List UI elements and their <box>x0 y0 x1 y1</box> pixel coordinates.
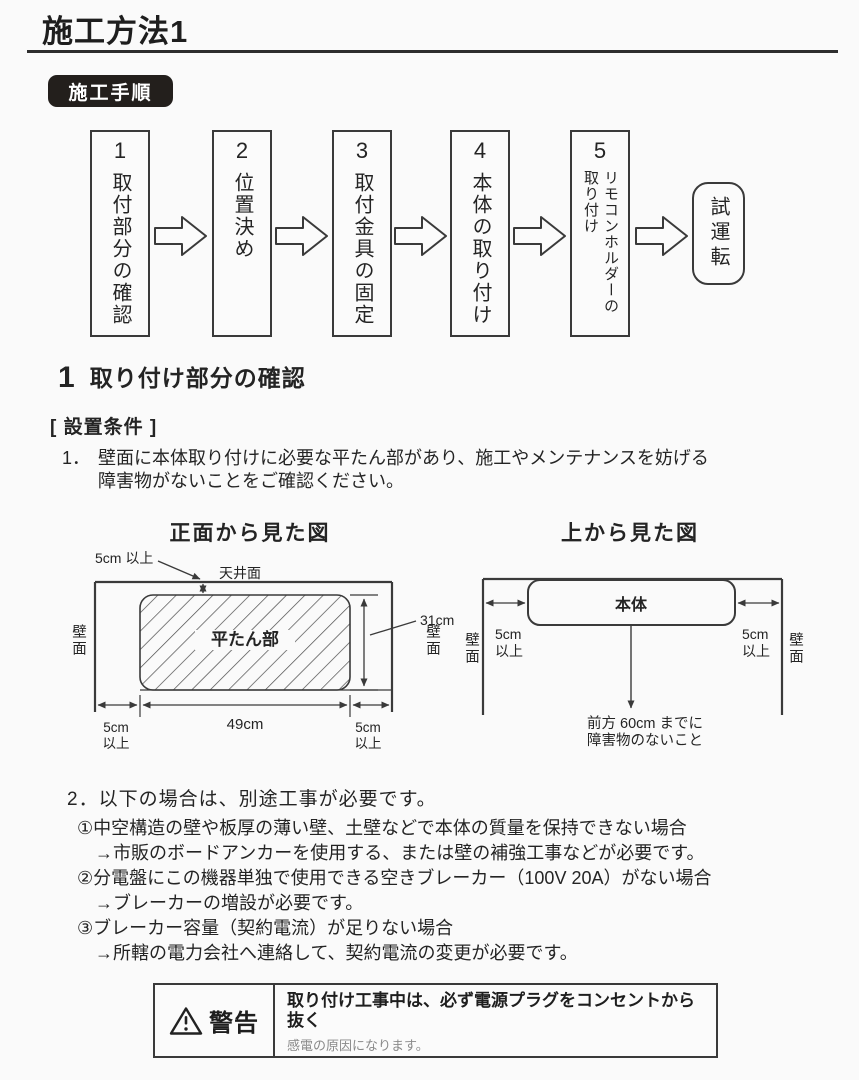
action-text: →所轄の電力会社へ連絡して、契約電流の変更が必要です。 <box>95 943 578 963</box>
warning-label: 警告 <box>209 1010 259 1037</box>
warning-main-text: 取り付け工事中は、必ず電源プラグをコンセントから抜く <box>287 991 695 1030</box>
extra-work-item-2: ②分電盤にこの機器単独で使用できる空きブレーカー（100V 20A）がない場合 … <box>77 866 817 915</box>
height-dimension-ticks <box>350 594 378 691</box>
condition-item-number: 1． <box>62 448 91 468</box>
top-view-title: 上から見た図 <box>561 522 699 545</box>
flow-final-trial-run: 試運転 <box>692 182 745 285</box>
step-number: 1 <box>113 138 127 163</box>
condition-line-1: 壁面に本体取り付けに必要な平たん部があり、施工やメンテナンスを妨げる <box>98 448 709 468</box>
height-value-label: 31cm <box>420 612 455 628</box>
case-text: ②分電盤にこの機器単独で使用できる空きブレーカー（100V 20A）がない場合 <box>77 868 712 888</box>
flow-arrow-icon <box>275 216 328 256</box>
flow-step-4: 4 本体の取り付け <box>450 130 510 337</box>
step-label: 本体の取り付け <box>469 172 491 326</box>
action-text: →市販のボードアンカーを使用する、または壁の補強工事などが必要です。 <box>95 843 705 863</box>
clearance-unit: 以上 <box>495 643 523 659</box>
section1-title: 取り付け部分の確認 <box>89 365 306 391</box>
section2-items: ①中空構造の壁や板厚の薄い壁、土壁などで本体の質量を保持できない場合 →市販のボ… <box>77 816 817 966</box>
right-clearance-label: 5cm 以上 <box>742 626 770 660</box>
section1-heading: 1 取り付け部分の確認 <box>58 362 306 394</box>
warning-text-cell: 取り付け工事中は、必ず電源プラグをコンセントから抜く 感電の原因になります。 <box>275 985 716 1056</box>
clearance-value: 5cm <box>742 626 769 642</box>
flow-arrow-icon <box>513 216 566 256</box>
warning-box: 警告 取り付け工事中は、必ず電源プラグをコンセントから抜く 感電の原因になります… <box>153 983 718 1058</box>
left-clearance-label: 5cm 以上 <box>495 626 523 660</box>
clearance-value: 5cm <box>495 626 522 642</box>
flow-arrow-icon <box>394 216 447 256</box>
action-text: →ブレーカーの増設が必要です。 <box>95 893 364 913</box>
step-label: 取付部分の確認 <box>109 172 131 326</box>
step-number: 3 <box>355 138 369 163</box>
clearance-value: 5cm <box>355 720 381 735</box>
height-leader-line <box>369 620 417 636</box>
front-view-title: 正面から見た図 <box>169 522 331 545</box>
wall-label-left: 壁面 <box>463 632 479 665</box>
width-value-label: 49cm <box>226 716 264 733</box>
top-view-drawing <box>481 577 784 715</box>
warning-label-cell: 警告 <box>155 985 275 1056</box>
clearance-unit: 以上 <box>102 736 130 751</box>
flow-step-3: 3 取付金具の固定 <box>332 130 392 337</box>
section1-number: 1 <box>58 361 75 394</box>
procedure-badge: 施工手順 <box>48 75 173 107</box>
flow-step-5: 5 リモコンホルダーの取り付け <box>570 130 630 337</box>
wall-label-left: 壁面 <box>70 624 86 657</box>
step-label: 位置決め <box>231 172 253 260</box>
right-clearance-label: 5cm 以上 <box>342 720 394 752</box>
top-view-diagram: 上から見た図 本体 5cm 以上 5cm 以上 壁面 壁面 前方 60cm まで… <box>455 514 859 760</box>
front-clearance-note: 前方 60cm までに 障害物のないこと <box>530 716 760 750</box>
left-clearance-label: 5cm 以上 <box>90 720 142 752</box>
wall-label-right: 壁面 <box>424 624 440 657</box>
title-divider <box>27 50 838 53</box>
front-view-diagram: 正面から見た図 5cm 以上 天井面 壁面 <box>40 514 460 760</box>
installation-conditions-label: [ 設置条件 ] <box>50 417 158 438</box>
step-number: 4 <box>473 138 487 163</box>
case-text: ①中空構造の壁や板厚の薄い壁、土壁などで本体の質量を保持できない場合 <box>77 818 687 838</box>
clearance-value: 5cm <box>103 720 129 735</box>
top-clearance-label: 5cm 以上 <box>95 550 154 566</box>
flow-final-label: 試運転 <box>707 196 729 271</box>
flow-step-2: 2 位置決め <box>212 130 272 337</box>
step-number: 5 <box>593 138 607 163</box>
warning-sub-text: 感電の原因になります。 <box>287 1038 429 1053</box>
condition-item-1: 1． 壁面に本体取り付けに必要な平たん部があり、施工やメンテナンスを妨げる 障害… <box>62 447 709 493</box>
condition-line-2: 障害物がないことをご確認ください。 <box>98 471 404 491</box>
ceiling-label: 天井面 <box>219 565 261 581</box>
width-dimension-ticks <box>139 695 351 717</box>
step-label: 取付金具の固定 <box>351 172 373 326</box>
front-note-line-2: 障害物のないこと <box>587 733 703 749</box>
clearance-leader-line <box>157 560 201 580</box>
front-note-line-1: 前方 60cm までに <box>586 716 703 732</box>
page-title: 施工方法1 <box>42 14 189 49</box>
flow-step-1: 1 取付部分の確認 <box>90 130 150 337</box>
flat-area-label: 平たん部 <box>195 630 295 650</box>
procedure-flowchart: 1 取付部分の確認 2 位置決め 3 取付金具の固定 4 本体の取り付け 5 リ… <box>0 130 859 342</box>
section2-heading: 2．以下の場合は、別途工事が必要です。 <box>67 789 437 810</box>
wall-label-right: 壁面 <box>787 632 803 665</box>
condition-item-text: 壁面に本体取り付けに必要な平たん部があり、施工やメンテナンスを妨げる 障害物がな… <box>98 447 709 493</box>
clearance-unit: 以上 <box>742 643 770 659</box>
warning-triangle-icon <box>169 1006 203 1035</box>
flow-arrow-icon <box>154 216 207 256</box>
clearance-unit: 以上 <box>354 736 382 751</box>
step-number: 2 <box>235 138 249 163</box>
step-label: リモコンホルダーの取り付け <box>582 170 619 314</box>
case-text: ③ブレーカー容量（契約電流）が足りない場合 <box>77 918 454 938</box>
extra-work-item-3: ③ブレーカー容量（契約電流）が足りない場合 →所轄の電力会社へ連絡して、契約電流… <box>77 916 817 965</box>
flow-arrow-icon <box>635 216 688 256</box>
extra-work-item-1: ①中空構造の壁や板厚の薄い壁、土壁などで本体の質量を保持できない場合 →市販のボ… <box>77 816 817 865</box>
unit-body-label: 本体 <box>614 597 647 614</box>
